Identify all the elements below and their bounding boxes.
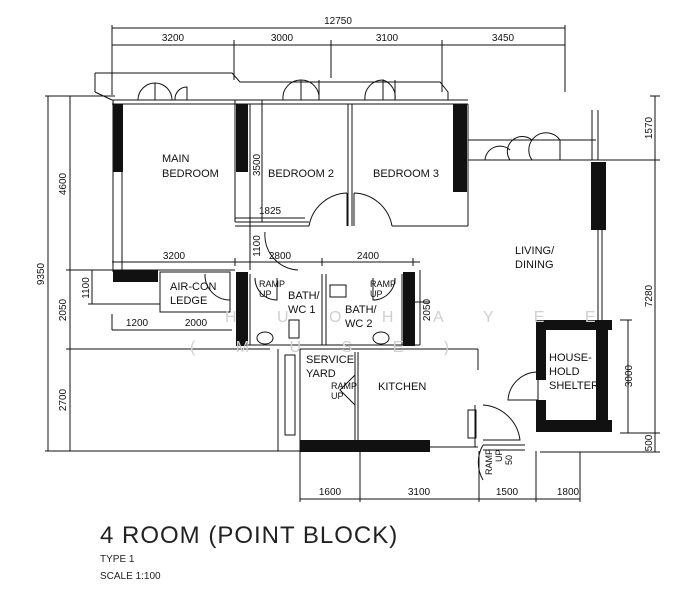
dim-top-2: 3000 [271,33,294,44]
dim-shelter: 3000 [624,364,635,387]
title-block: 4 ROOM (POINT BLOCK) TYPE 1 SCALE 1:100 [100,522,398,582]
label-ramp-bath1-2: UP [259,289,272,299]
label-service-yard-2: YARD [306,368,336,380]
label-main-bedroom-1: MAIN [162,153,190,165]
label-ramp-bath2-1: RAMP [370,279,396,289]
label-living-2: DINING [515,259,554,271]
label-bedroom-2: BEDROOM 2 [268,168,334,180]
label-ramp-bath2-2: UP [370,289,383,299]
label-ramp-yard-2: UP [331,391,344,401]
dim-left-3: 2700 [58,388,69,411]
dim-top-4: 3450 [492,33,515,44]
label-aircon-2: LEDGE [170,295,207,307]
dim-left-1: 4600 [58,172,69,195]
dim-mid-1: 3200 [163,251,186,262]
dim-bottom-1: 1600 [319,487,342,498]
dim-bedroom2-depth: 3500 [252,153,263,176]
label-shelter-2: HOLD [549,366,580,378]
label-ramp-entrance-50: 50 [504,455,514,465]
label-main-bedroom-2: BEDROOM [162,168,219,180]
dim-top-3: 3100 [376,33,399,44]
label-service-yard-1: SERVICE [306,354,354,366]
label-bedroom-3: BEDROOM 3 [373,168,439,180]
dim-left-inner: 1100 [81,277,92,299]
label-bath1-1: BATH/ [288,290,321,302]
watermark-line2: ( M U S E ) [190,339,467,356]
dim-ledge-2: 2000 [185,318,208,329]
label-ramp-entrance-2: UP [494,449,504,462]
label-bath2-1: BATH/ [345,304,378,316]
plan-scale: SCALE 1:100 [100,571,161,582]
label-shelter-3: SHELTER [549,380,599,392]
dim-left-total: 9350 [36,262,47,285]
dim-left-2: 2050 [58,298,69,321]
label-ramp-yard-1: RAMP [331,381,357,391]
label-shelter-1: HOUSE- [549,352,592,364]
label-bath2-2: WC 2 [345,318,373,330]
dim-bottom-2: 3100 [408,487,431,498]
dim-top-1: 3200 [162,33,185,44]
dim-right-1: 1570 [644,116,655,139]
dim-ledge-1: 1200 [126,318,149,329]
label-ramp-entrance-1: RAMP [484,449,494,475]
label-bath1-2: WC 1 [288,304,316,316]
watermark-line1: H U O H A Y E E [225,309,614,326]
dim-mid-3: 2400 [357,251,380,262]
label-aircon-1: AIR-CON [170,281,217,293]
dim-bedroom2-width: 1825 [259,206,282,217]
dim-right-2: 7280 [644,284,655,307]
dim-bottom-4: 1800 [557,487,580,498]
dim-right-3: 500 [644,434,655,451]
dim-mid-2: 2800 [269,251,292,262]
dim-bath-height: 2050 [422,298,433,321]
dim-bottom-3: 1500 [496,487,519,498]
dim-corridor: 1100 [252,235,263,257]
label-kitchen: KITCHEN [378,381,426,393]
label-ramp-bath1-1: RAMP [259,279,285,289]
dim-top-total: 12750 [324,16,352,27]
label-living-1: LIVING/ [515,245,555,257]
plan-type: TYPE 1 [100,554,135,565]
plan-title: 4 ROOM (POINT BLOCK) [100,522,399,549]
